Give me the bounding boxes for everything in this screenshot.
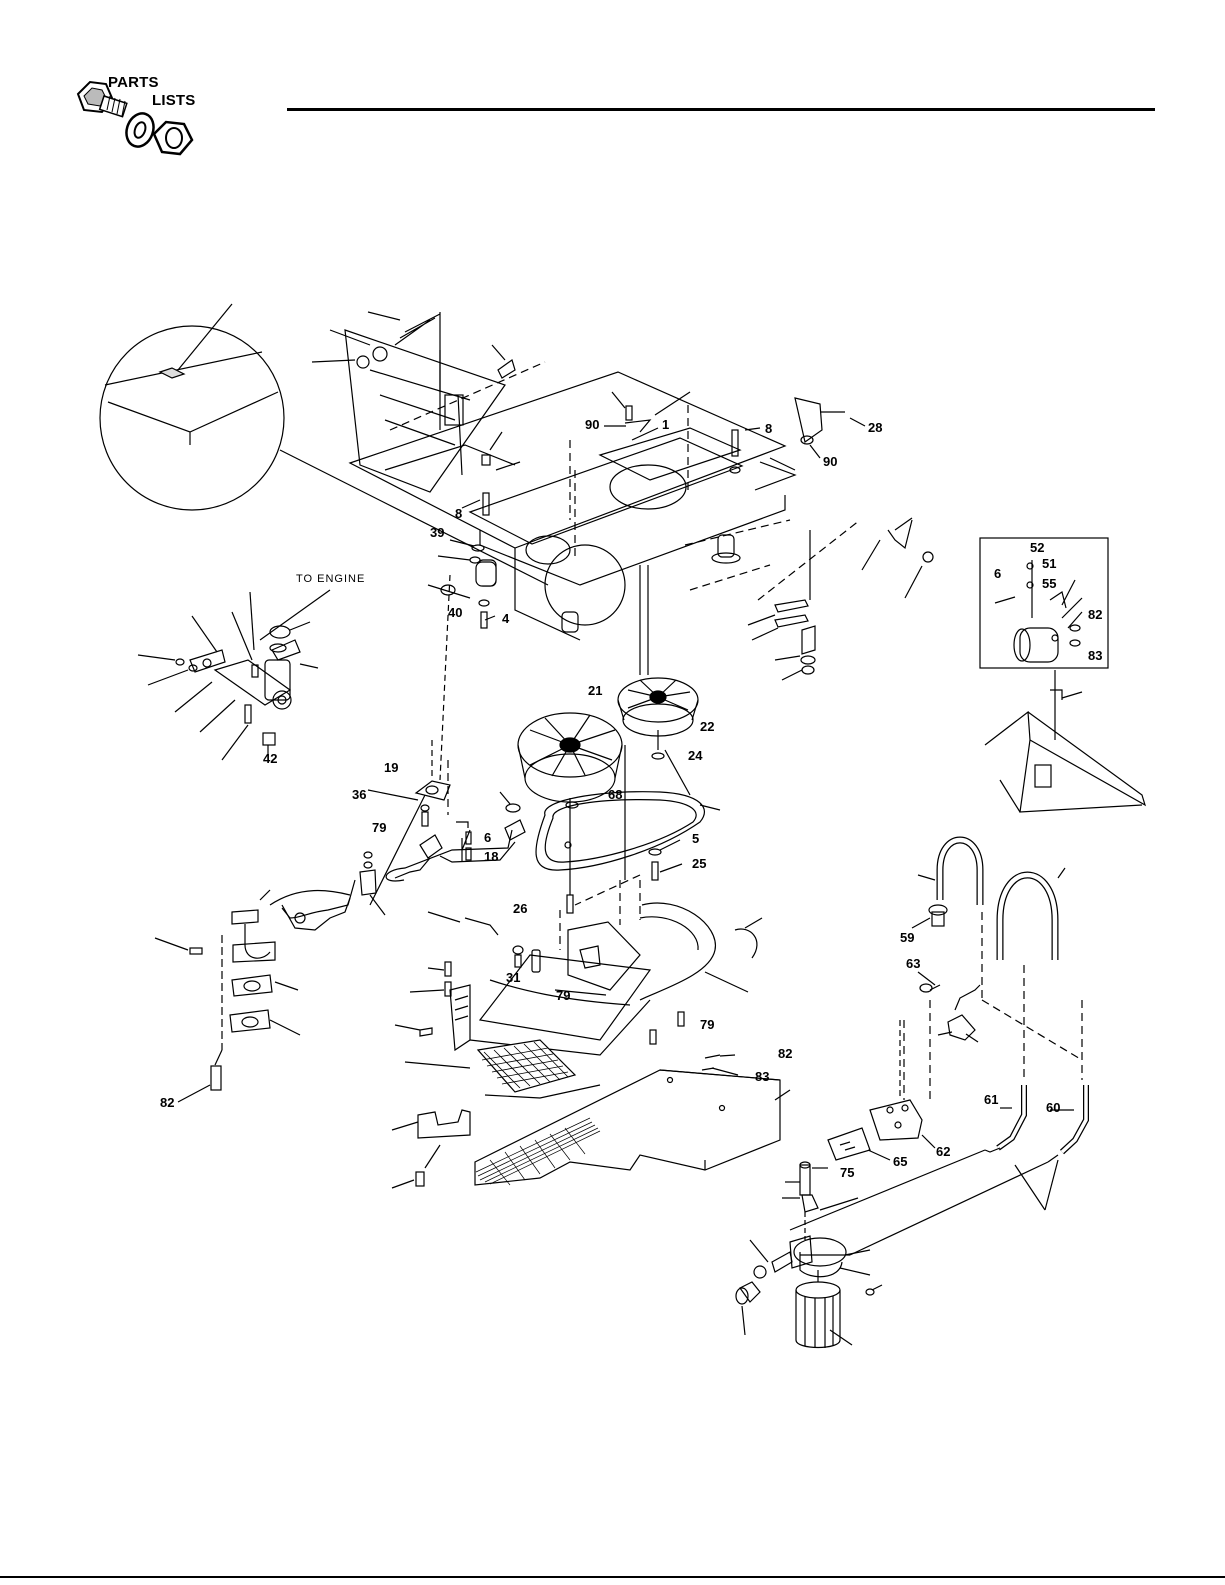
fuel-hoses	[790, 840, 1086, 1255]
callout-labels: 90 1 8 28 90 8 39 40 4 52 6 51 55 82 83 …	[160, 417, 1102, 1180]
callout-label: 22	[700, 719, 714, 734]
callout-label: 19	[384, 760, 398, 775]
callout-label: 79	[556, 988, 570, 1003]
callout-label: 82	[1088, 607, 1102, 622]
callout-label: 83	[755, 1069, 769, 1084]
callout-label: 79	[372, 820, 386, 835]
callout-label: 39	[430, 525, 444, 540]
footer-divider	[0, 1576, 1225, 1578]
oil-drain-assembly	[138, 590, 330, 760]
callout-label: 28	[868, 420, 882, 435]
detail-magnifier-view	[100, 304, 548, 585]
callout-label: 21	[588, 683, 602, 698]
callout-label: 75	[840, 1165, 854, 1180]
air-screen-panel	[478, 1040, 600, 1098]
callout-label: 63	[906, 956, 920, 971]
callout-label: 65	[893, 1154, 907, 1169]
callout-label: 40	[448, 605, 462, 620]
callout-label: 52	[1030, 540, 1044, 555]
callout-label: 59	[900, 930, 914, 945]
filter-mount-brackets	[828, 1020, 935, 1160]
callout-label: 6	[484, 830, 491, 845]
callout-label: 60	[1046, 1100, 1060, 1115]
callout-label: 18	[484, 849, 498, 864]
callout-label: 82	[778, 1046, 792, 1061]
callout-label: 36	[352, 787, 366, 802]
callout-label: 62	[936, 1144, 950, 1159]
clip-bracket	[392, 1110, 470, 1188]
solenoid-inset-box	[980, 538, 1145, 812]
callout-label: 55	[1042, 576, 1056, 591]
callout-label: 8	[765, 421, 772, 436]
fuel-filter-assembly	[736, 1162, 882, 1348]
callout-label: 6	[994, 566, 1001, 581]
callout-label: 26	[513, 901, 527, 916]
frame-bolts	[462, 392, 865, 515]
callout-label: 83	[1088, 648, 1102, 663]
vibration-spring-stack	[748, 518, 933, 680]
callout-label: 90	[823, 454, 837, 469]
callout-label: 1	[662, 417, 669, 432]
base-frame-assembly	[312, 312, 785, 640]
to-engine-note: TO ENGINE	[296, 573, 365, 585]
exhaust-pipe	[155, 795, 425, 1102]
pulley-bolts	[625, 745, 690, 880]
callout-label: 68	[608, 787, 622, 802]
callout-label: 24	[688, 748, 703, 763]
callout-label: 5	[692, 831, 699, 846]
fan-shroud-housing	[395, 903, 762, 1068]
callout-label: 90	[585, 417, 599, 432]
callout-label: 42	[263, 751, 277, 766]
callout-label: 51	[1042, 556, 1056, 571]
callout-label: 8	[455, 506, 462, 521]
callout-label: 4	[502, 611, 510, 626]
callout-label: 31	[506, 970, 520, 985]
callout-label: 61	[984, 1092, 998, 1107]
callout-label: 79	[700, 1017, 714, 1032]
callout-label: 82	[160, 1095, 174, 1110]
callout-label: 25	[692, 856, 706, 871]
